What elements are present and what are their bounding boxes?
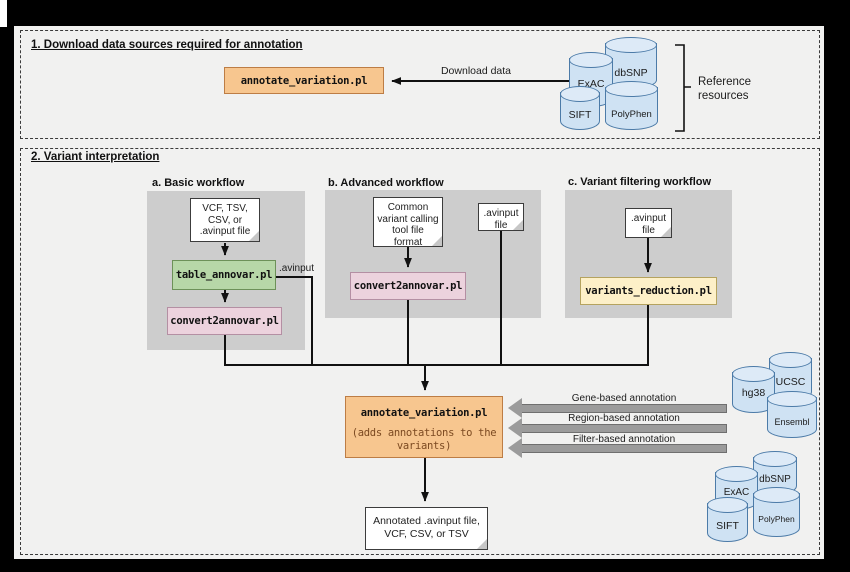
section-1-title: 1. Download data sources required for an… <box>31 39 303 51</box>
tool-label: variants_reduction.pl <box>585 285 712 297</box>
input-doc-a: VCF, TSV, CSV, or .avinput file <box>190 198 260 242</box>
cylinder-label: PolyPhen <box>758 514 795 524</box>
cylinder-label: hg38 <box>741 387 766 399</box>
ensembl-database-cylinder: Ensembl <box>766 391 818 438</box>
section-2-frame <box>20 148 820 555</box>
region-annotation-label: Region-based annotation <box>568 413 680 424</box>
cylinder-label: dbSNP <box>759 474 791 485</box>
cylinder-label: PolyPhen <box>611 109 652 120</box>
tool-label: annotate_variation.pl <box>360 407 488 419</box>
sift-database-cylinder: SIFT <box>559 86 601 130</box>
section-2-title: 2. Variant interpretation <box>31 151 160 163</box>
variants-reduction-tool-box: variants_reduction.pl <box>580 277 717 305</box>
download-data-label: Download data <box>440 65 512 77</box>
corner-notch <box>0 0 7 27</box>
section-1-frame <box>20 30 820 139</box>
convert2annovar-tool-box-b: convert2annovar.pl <box>350 272 466 300</box>
polyphen-database-cylinder: PolyPhen <box>604 81 659 130</box>
gene-annotation-label: Gene-based annotation <box>571 393 677 404</box>
input-doc-c: .avinput file <box>625 208 672 238</box>
reference-resources-label: Reference resources <box>698 76 752 102</box>
input-doc-b: Common variant calling tool file format <box>373 197 443 248</box>
output-doc: Annotated .avinput file, VCF, CSV, or TS… <box>365 507 488 550</box>
workflow-a-title: a. Basic workflow <box>152 177 245 189</box>
ucsc-database-cylinder: UCSC <box>768 352 813 401</box>
cylinder-label: SIFT <box>568 109 592 121</box>
region-annotation-arrow <box>508 418 727 438</box>
sift-annotation-cylinder: SIFT <box>706 497 749 542</box>
tool-label: annotate_variation.pl <box>240 74 368 87</box>
avinput-branch-label: .avinput <box>279 263 315 274</box>
tool-label: table_annovar.pl <box>175 269 273 281</box>
filter-annotation-label: Filter-based annotation <box>572 434 676 445</box>
filter-annotation-arrow <box>508 438 727 458</box>
annotate-variation-tool-box: annotate_variation.pl <box>224 67 384 94</box>
table-annovar-tool-box: table_annovar.pl <box>172 260 276 290</box>
cylinder-label: ExAC <box>723 487 750 498</box>
cylinder-label: dbSNP <box>614 67 648 79</box>
gene-annotation-arrow <box>508 398 727 418</box>
workflow-b-title: b. Advanced workflow <box>328 177 444 189</box>
cylinder-label: UCSC <box>775 376 806 388</box>
tool-label: convert2annovar.pl <box>353 280 463 292</box>
avinput-doc-b: .avinput file <box>478 203 524 231</box>
polyphen-annotation-cylinder: PolyPhen <box>752 487 801 537</box>
cylinder-label: SIFT <box>716 520 739 532</box>
tool-label: convert2annovar.pl <box>170 315 279 327</box>
annotate-variation-main-box: annotate_variation.pl (adds annotations … <box>345 396 503 458</box>
tool-description: (adds annotations to the variants) <box>351 427 497 452</box>
workflow-c-title: c. Variant filtering workflow <box>568 176 712 188</box>
convert2annovar-tool-box-a: convert2annovar.pl <box>167 307 282 335</box>
cylinder-label: Ensembl <box>774 417 810 427</box>
